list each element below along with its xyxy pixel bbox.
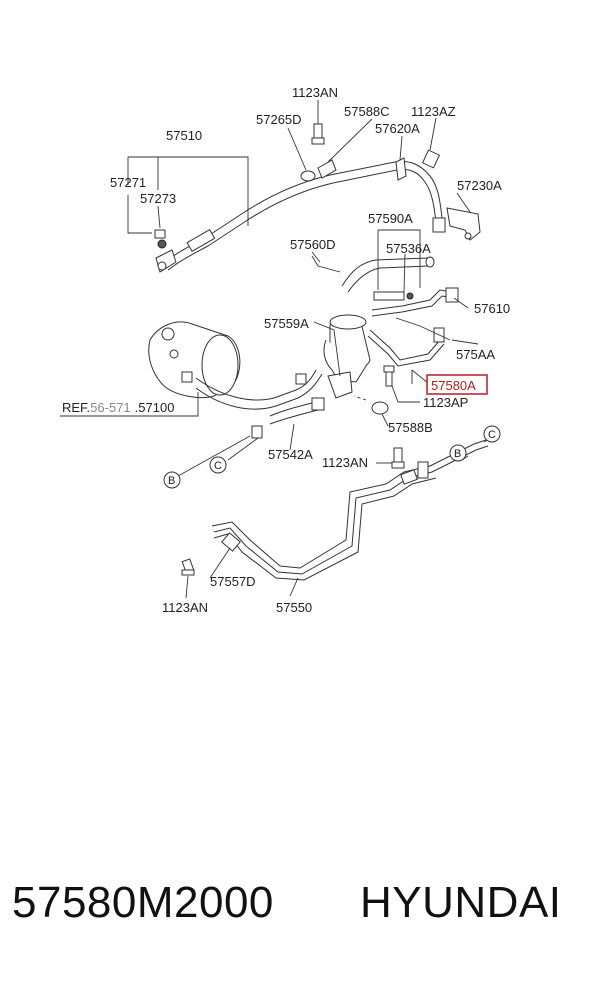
label-57230A[interactable]: 57230A — [457, 178, 502, 193]
label-57620A[interactable]: 57620A — [375, 121, 420, 136]
label-57536A[interactable]: 57536A — [386, 241, 431, 256]
marker-b-right: B — [449, 444, 467, 462]
middle-leaders — [60, 229, 479, 477]
label-57580A[interactable]: 57580A — [431, 378, 476, 393]
product-footer: 57580M2000 HYUNDAI — [0, 878, 600, 948]
svg-text:C: C — [214, 460, 222, 472]
upper-hose-assembly — [154, 123, 481, 273]
marker-c-right: C — [483, 425, 501, 443]
reservoir-assembly — [323, 256, 459, 415]
label-57588C[interactable]: 57588C — [344, 104, 390, 119]
marker-b-left: B — [163, 471, 181, 489]
label-57588B[interactable]: 57588B — [388, 420, 433, 435]
label-57510[interactable]: 57510 — [166, 128, 202, 143]
label-ref[interactable]: REF.56-571 .57100 — [62, 400, 174, 415]
highlight-box — [426, 374, 488, 395]
label-57610[interactable]: 57610 — [474, 301, 510, 316]
label-575AA[interactable]: 575AA — [456, 347, 495, 362]
svg-text:C: C — [488, 429, 496, 441]
lower-pipe-assembly — [181, 439, 489, 581]
marker-c-left: C — [209, 456, 227, 474]
ref-code[interactable]: 56-571 — [90, 400, 130, 415]
label-1123AN-mid[interactable]: 1123AN — [322, 455, 368, 470]
label-1123AP[interactable]: 1123AP — [423, 395, 468, 410]
label-1123AZ[interactable]: 1123AZ — [411, 104, 456, 119]
brand-name: HYUNDAI — [360, 878, 562, 927]
label-57271[interactable]: 57271 — [110, 175, 146, 190]
part-number: 57580M2000 — [12, 878, 274, 927]
part-labels: 1123AN 57265D 57588C 1123AZ 57510 57620A… — [62, 85, 510, 615]
label-1123AN-top[interactable]: 1123AN — [292, 85, 338, 100]
label-57273[interactable]: 57273 — [140, 191, 176, 206]
label-1123AN-bottom[interactable]: 1123AN — [162, 600, 208, 615]
ref-part[interactable]: .57100 — [135, 400, 175, 415]
label-57560D[interactable]: 57560D — [290, 237, 336, 252]
connection-markers: B C B C — [163, 425, 501, 489]
svg-text:B: B — [168, 475, 175, 487]
svg-text:B: B — [454, 448, 461, 460]
label-57559A[interactable]: 57559A — [264, 316, 309, 331]
label-57550[interactable]: 57550 — [276, 600, 312, 615]
label-57557D[interactable]: 57557D — [210, 574, 256, 589]
label-57542A[interactable]: 57542A — [268, 447, 313, 462]
upper-leaders — [127, 100, 471, 234]
highlighted-part-57580A[interactable]: 57580A — [426, 374, 488, 395]
label-57590A[interactable]: 57590A — [368, 211, 413, 226]
ref-prefix: REF. — [62, 400, 90, 415]
pump-assembly — [148, 321, 325, 439]
label-57265D[interactable]: 57265D — [256, 112, 302, 127]
